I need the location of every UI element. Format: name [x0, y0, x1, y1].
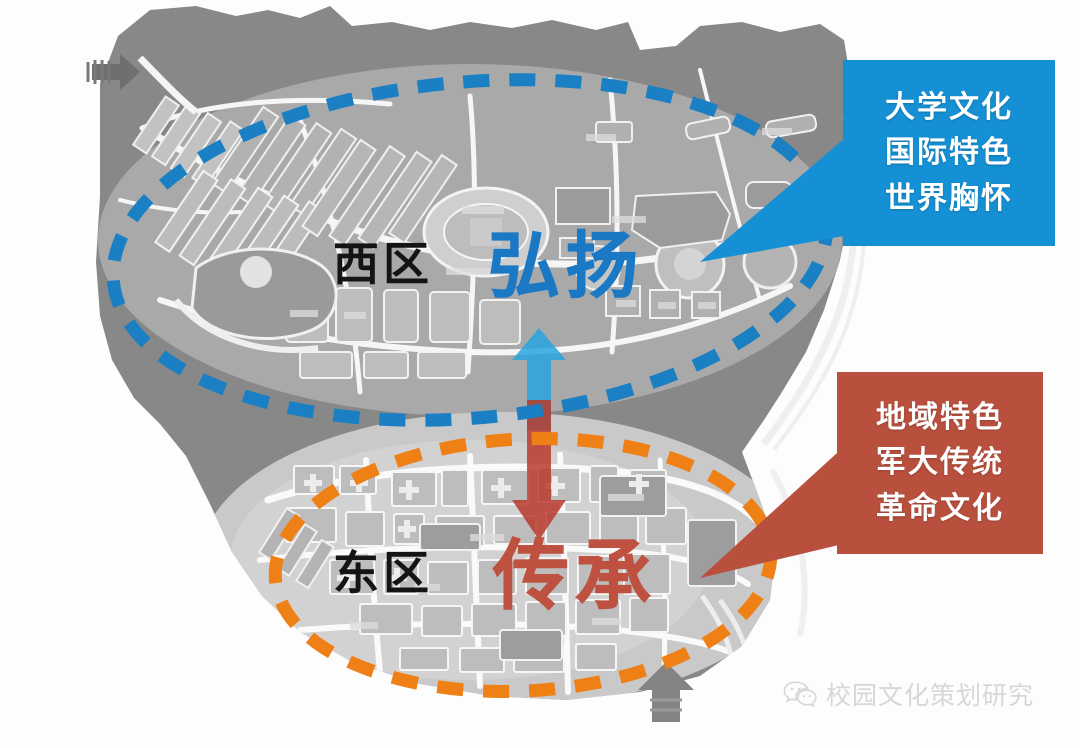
callout-box-blue: 大学文化 国际特色 世界胸怀 [843, 60, 1055, 246]
callout-box-red: 地域特色 军大传统 革命文化 [837, 372, 1043, 554]
callout-blue-line-1: 大学文化 [885, 89, 1013, 125]
flow-arrow-up [512, 328, 566, 430]
wechat-icon [783, 681, 817, 708]
region-label-east: 东区 [333, 546, 433, 600]
watermark-text: 校园文化策划研究 [826, 681, 1035, 710]
map-access-road [137, 55, 199, 115]
red-callout-pointer [700, 432, 860, 578]
callout-red-line-1: 地域特色 [876, 399, 1004, 435]
region-label-west: 西区 [333, 237, 433, 291]
west-stadium [422, 186, 550, 278]
callout-blue-line-3: 世界胸怀 [885, 180, 1013, 216]
blue-callout-pointer [700, 120, 866, 262]
callout-blue-line-2: 国际特色 [885, 135, 1013, 171]
callout-red-line-2: 军大传统 [876, 445, 1004, 481]
flow-arrow-down [512, 400, 566, 540]
watermark: 校园文化策划研究 [783, 676, 1034, 712]
theme-word-upper: 弘扬 [487, 224, 645, 309]
campus-entrance-arrow-icon [638, 662, 694, 722]
west-major-buildings [555, 181, 793, 250]
east-campus-detail [257, 451, 760, 695]
north-arrow-icon [86, 54, 140, 90]
theme-word-lower: 传承 [493, 531, 657, 621]
callout-red-line-3: 革命文化 [876, 490, 1004, 526]
